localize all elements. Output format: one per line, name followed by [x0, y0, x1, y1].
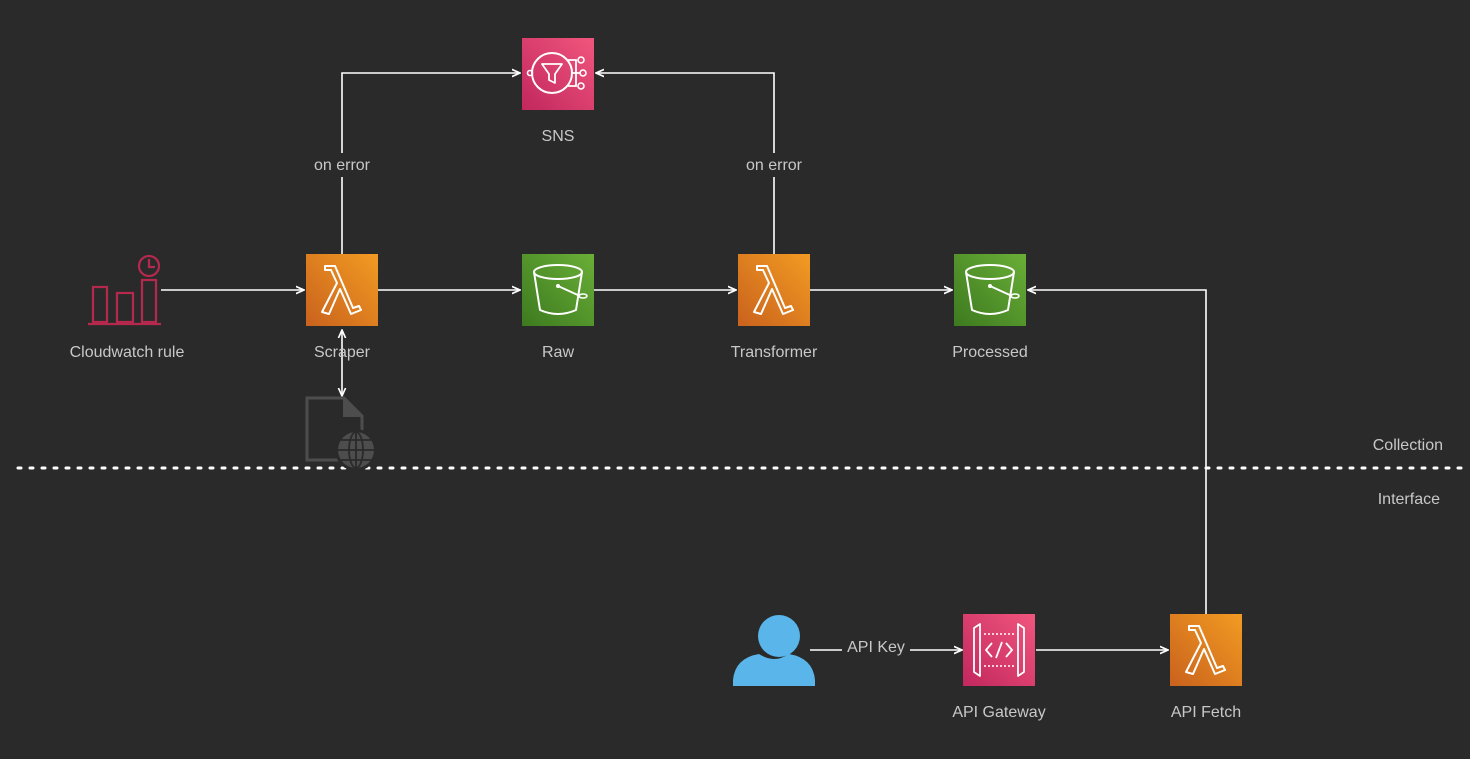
node-label-processed: Processed: [952, 344, 1028, 361]
edge-label-transformer-on-error: on error: [746, 157, 803, 174]
transformer-lambda-icon: [738, 254, 810, 326]
processed-s3-bucket-icon: [954, 254, 1026, 326]
node-label-transformer: Transformer: [731, 344, 818, 361]
cloudwatch-rule-icon: [88, 254, 161, 326]
node-label-raw: Raw: [542, 344, 574, 361]
edge-api-fetch-to-processed: [1028, 290, 1207, 614]
node-label-sns: SNS: [542, 128, 575, 145]
node-label-api-fetch: API Fetch: [1171, 704, 1241, 721]
sns-icon: [522, 38, 594, 110]
edge-label-api-key: API Key: [847, 639, 905, 656]
edge-scraper-to-sns: [341, 73, 520, 254]
connectors: [161, 73, 1207, 650]
api-gateway-icon: [963, 614, 1035, 686]
node-label-api-gateway: API Gateway: [952, 704, 1045, 721]
node-label-cloudwatch-rule: Cloudwatch rule: [70, 344, 185, 361]
edge-transformer-to-sns: [596, 73, 775, 254]
webpage-globe-icon: [305, 396, 377, 471]
user-icon: [733, 615, 815, 686]
raw-s3-bucket-icon: [522, 254, 594, 326]
scraper-lambda-icon: [306, 254, 378, 326]
edge-label-scraper-on-error: on error: [314, 157, 371, 174]
node-label-scraper: Scraper: [314, 344, 371, 361]
zone-label-interface: Interface: [1378, 491, 1440, 508]
api-fetch-lambda-icon: [1170, 614, 1242, 686]
zone-label-collection: Collection: [1373, 437, 1443, 454]
